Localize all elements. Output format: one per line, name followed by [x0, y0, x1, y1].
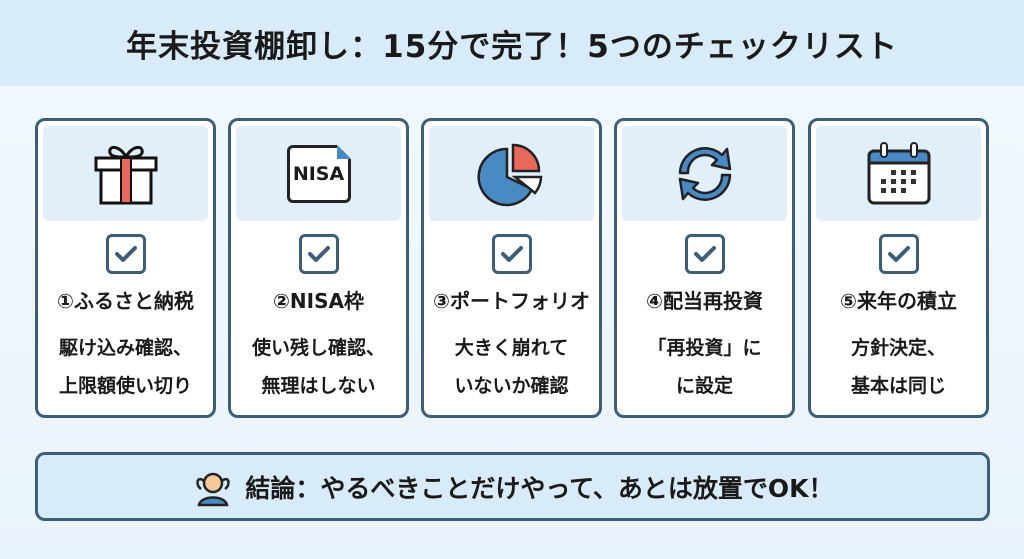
- card-description: 駆け込み確認、上限額使い切り: [38, 329, 213, 405]
- conclusion-text: 結論：やるべきことだけやって、あとは放置でOK！: [245, 473, 834, 503]
- checkbox-checked[interactable]: [878, 234, 919, 274]
- card-furusato: ①ふるさと納税 駆け込み確認、上限額使い切り: [35, 118, 216, 418]
- card-description: 「再投資」にに設定: [617, 329, 792, 405]
- gift-icon: [94, 145, 157, 204]
- checkbox-checked[interactable]: [491, 234, 532, 274]
- conclusion-banner: 結論：やるべきことだけやって、あとは放置でOK！: [35, 452, 990, 521]
- card-next-year: ⑤来年の積立 方針決定、基本は同じ: [808, 118, 989, 418]
- card-dividend: ④配当再投資 「再投資」にに設定: [614, 118, 795, 418]
- card-description: 方針決定、基本は同じ: [811, 329, 986, 405]
- desc-line: 方針決定、: [850, 337, 946, 359]
- nisa-document-icon: NISA: [286, 144, 351, 203]
- card-title: ②NISA枠: [273, 289, 364, 313]
- card-title: ④配当再投資: [646, 289, 763, 313]
- desc-line: いないか確認: [454, 375, 569, 397]
- card-title: ③ポートフォリオ: [433, 289, 590, 313]
- desc-line: 駆け込み確認、: [58, 337, 192, 359]
- refresh-icon: [678, 146, 731, 201]
- desc-line: 無理はしない: [261, 375, 376, 397]
- desc-line: 「再投資」に: [647, 337, 762, 359]
- card-title: ①ふるさと納税: [57, 289, 194, 313]
- card-portfolio: ③ポートフォリオ 大きく崩れていないか確認: [421, 118, 602, 418]
- card-description: 使い残し確認、無理はしない: [231, 329, 406, 405]
- card-title: ⑤来年の積立: [840, 289, 957, 313]
- pie-chart-icon: [476, 143, 542, 206]
- checkbox-checked[interactable]: [684, 234, 725, 274]
- checkbox-checked[interactable]: [105, 234, 146, 274]
- calendar-icon: [867, 141, 930, 204]
- checkbox-checked[interactable]: [298, 234, 339, 274]
- desc-line: に設定: [675, 375, 733, 397]
- desc-line: 大きく崩れて: [454, 337, 569, 359]
- relaxed-person-icon: [196, 472, 231, 506]
- desc-line: 基本は同じ: [850, 375, 946, 397]
- card-description: 大きく崩れていないか確認: [424, 329, 599, 405]
- header: 年末投資棚卸し：15分で完了！5つのチェックリスト: [0, 0, 1024, 86]
- desc-line: 使い残し確認、: [251, 337, 385, 359]
- desc-line: 上限額使い切り: [58, 375, 192, 397]
- page-title: 年末投資棚卸し：15分で完了！5つのチェックリスト: [126, 28, 898, 65]
- card-nisa: NISA ②NISA枠 使い残し確認、無理はしない: [228, 118, 409, 418]
